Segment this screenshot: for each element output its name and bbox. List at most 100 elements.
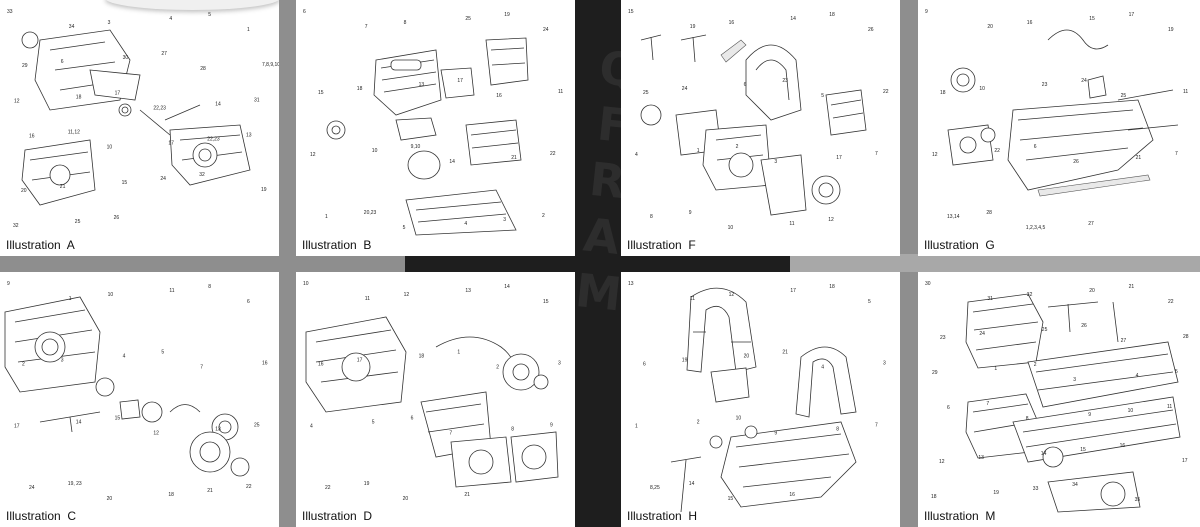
callout-number: 11 <box>365 296 370 302</box>
callout-number: 10 <box>372 148 378 154</box>
callout-number: 25 <box>643 90 649 96</box>
callout-number: 25 <box>465 16 471 22</box>
callout-number: 13 <box>419 82 425 88</box>
callout-number: 6 <box>411 415 414 421</box>
callout-number: 13 <box>246 133 252 139</box>
callout-number: 17 <box>836 155 842 161</box>
diagram-b <box>326 37 529 236</box>
callout-number: 2 <box>697 419 700 425</box>
callout-number: 29 <box>22 63 28 69</box>
callout-number: 4 <box>821 365 824 371</box>
callout-number: 27 <box>1088 221 1094 227</box>
callout-number: 13,14 <box>947 214 960 220</box>
callout-number: 6 <box>303 9 306 15</box>
callout-number: 10 <box>728 225 734 231</box>
callout-number: 22 <box>246 484 252 490</box>
callout-numbers-m: 3031322021222324252627282912345678910111… <box>925 281 1189 503</box>
callout-number: 26 <box>1081 323 1087 329</box>
callout-number: 8 <box>836 426 839 432</box>
callout-number: 15 <box>318 90 324 96</box>
callout-number: 19 <box>504 12 510 18</box>
callout-number: 6 <box>643 362 646 368</box>
callout-number: 31 <box>254 97 260 103</box>
callout-number: 12 <box>310 152 316 158</box>
callout-number: 17 <box>1129 12 1135 18</box>
callout-number: 14 <box>215 101 221 107</box>
callout-number: 30 <box>123 55 129 61</box>
callout-number: 25 <box>75 219 81 225</box>
callout-number: 9 <box>774 430 777 436</box>
callout-number: 32 <box>199 172 205 178</box>
callout-number: 21 <box>782 350 788 356</box>
callout-number: 5 <box>161 350 164 356</box>
callout-number: 33 <box>7 9 13 15</box>
callout-number: 16 <box>1120 443 1126 449</box>
callout-number: 22 <box>325 485 331 491</box>
callout-number: 33 <box>1033 486 1039 492</box>
callout-numbers-a: 333434512963027287,8,9,1012181722,231431… <box>7 9 279 229</box>
callout-number: 5 <box>868 299 871 305</box>
callout-number: 4 <box>310 423 313 429</box>
callout-number: 12 <box>828 217 834 223</box>
callout-number: 28 <box>200 66 206 72</box>
callout-number: 6 <box>947 405 950 411</box>
callout-number: 24 <box>29 485 35 491</box>
callout-number: 3 <box>1073 377 1076 383</box>
callout-number: 20 <box>1089 288 1095 294</box>
callout-number: 4 <box>169 16 172 22</box>
callout-number: 15 <box>1089 16 1095 22</box>
callout-number: 11 <box>558 89 563 95</box>
callout-number: 14 <box>790 16 796 22</box>
callout-number: 10 <box>303 281 309 287</box>
callout-number: 16 <box>318 362 324 368</box>
callout-number: 1 <box>247 27 250 33</box>
callout-number: 1 <box>994 366 997 372</box>
caption-illustration-g: Illustration G <box>924 238 995 252</box>
callout-number: 16 <box>1027 20 1033 26</box>
callout-number: 1 <box>325 214 328 220</box>
callout-number: 19 <box>690 24 696 30</box>
callout-number: 16 <box>729 20 735 26</box>
callout-number: 14 <box>449 159 455 165</box>
callout-number: 4 <box>464 221 467 227</box>
callout-number: 7 <box>200 365 203 371</box>
callout-number: 22,23 <box>207 137 220 143</box>
callout-number: 8 <box>404 20 407 26</box>
callout-number: 16 <box>789 492 795 498</box>
callout-number: 5 <box>403 225 406 231</box>
callout-number: 20 <box>987 24 993 30</box>
callout-numbers-b: 67825192415181317161112109,10142122120,2… <box>303 9 563 231</box>
callout-number: 32 <box>1027 292 1033 298</box>
background-dark-band <box>405 254 790 272</box>
callout-number: 22 <box>1168 299 1174 305</box>
caption-illustration-f: Illustration F <box>627 238 696 252</box>
callout-number: 16 <box>262 361 268 367</box>
callout-number: 27 <box>161 51 167 57</box>
callout-number: 10 <box>107 145 113 151</box>
callout-number: 34 <box>1072 482 1078 488</box>
callout-number: 18 <box>829 284 835 290</box>
callout-number: 10 <box>108 292 114 298</box>
callout-number: 12 <box>404 292 410 298</box>
callout-number: 18 <box>829 12 835 18</box>
callout-number: 18 <box>419 354 425 360</box>
callout-number: 21 <box>511 155 517 161</box>
callout-number: 5 <box>821 93 824 99</box>
callout-number: 7 <box>1175 151 1178 157</box>
callout-number: 27 <box>1121 338 1127 344</box>
callout-number: 24 <box>682 86 688 92</box>
callout-number: 20 <box>403 496 409 502</box>
callout-number: 28 <box>986 210 992 216</box>
callout-numbers-g: 92016151719181023242511122262621713,1428… <box>925 9 1188 231</box>
